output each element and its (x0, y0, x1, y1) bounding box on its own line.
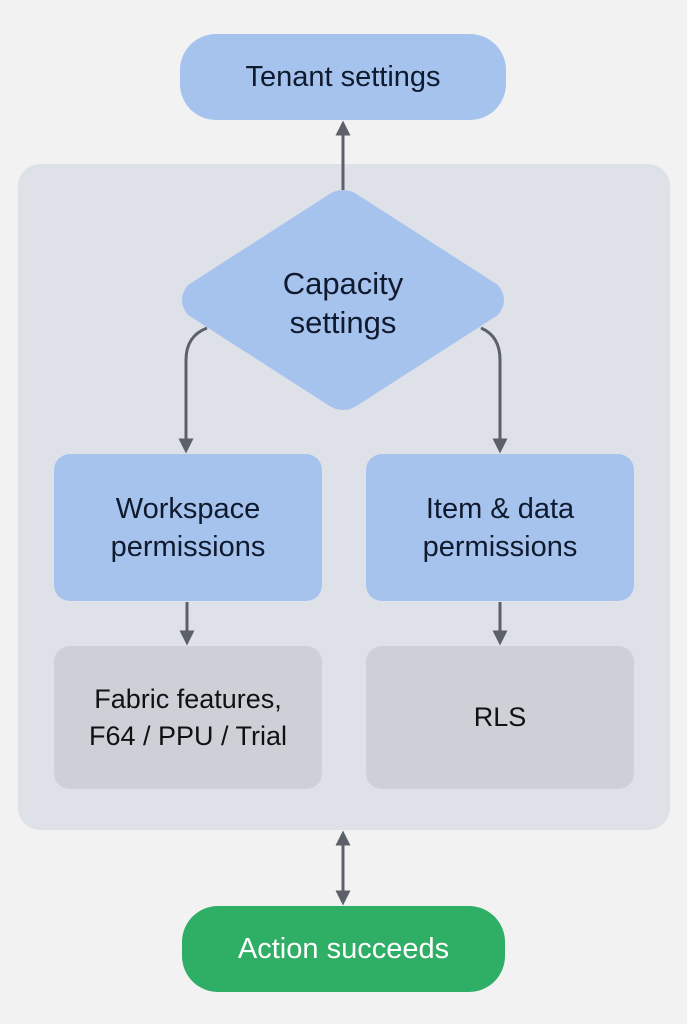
tenant-settings-label: Tenant settings (245, 60, 441, 93)
arrow-capacity-to-workspace (178, 326, 208, 454)
workspace-permissions-line-2: permissions (110, 530, 266, 563)
workspace-permissions-line-1: Workspace (115, 492, 261, 525)
rls-node[interactable]: RLS (366, 646, 634, 789)
action-succeeds-label: Action succeeds (237, 932, 450, 965)
fabric-features-node[interactable]: Fabric features, F64 / PPU / Trial (54, 646, 322, 789)
item-data-permissions-line-2: permissions (422, 530, 578, 563)
action-succeeds-node[interactable]: Action succeeds (182, 906, 505, 992)
tenant-settings-node[interactable]: Tenant settings (180, 34, 506, 120)
capacity-settings-label: Capacity settings (230, 264, 456, 342)
capacity-settings-diamond[interactable] (182, 190, 504, 410)
workspace-permissions-node[interactable]: Workspace permissions (54, 454, 322, 601)
rls-label: RLS (473, 702, 527, 732)
item-data-permissions-node[interactable]: Item & data permissions (366, 454, 634, 601)
item-data-permissions-line-1: Item & data (425, 492, 575, 525)
capacity-settings-line-1: Capacity (282, 266, 404, 301)
capacity-settings-line-2: settings (289, 305, 397, 340)
fabric-features-line-2: F64 / PPU / Trial (88, 720, 288, 751)
fabric-features-line-1: Fabric features, (94, 683, 282, 714)
arrow-capacity-to-item (480, 326, 508, 454)
